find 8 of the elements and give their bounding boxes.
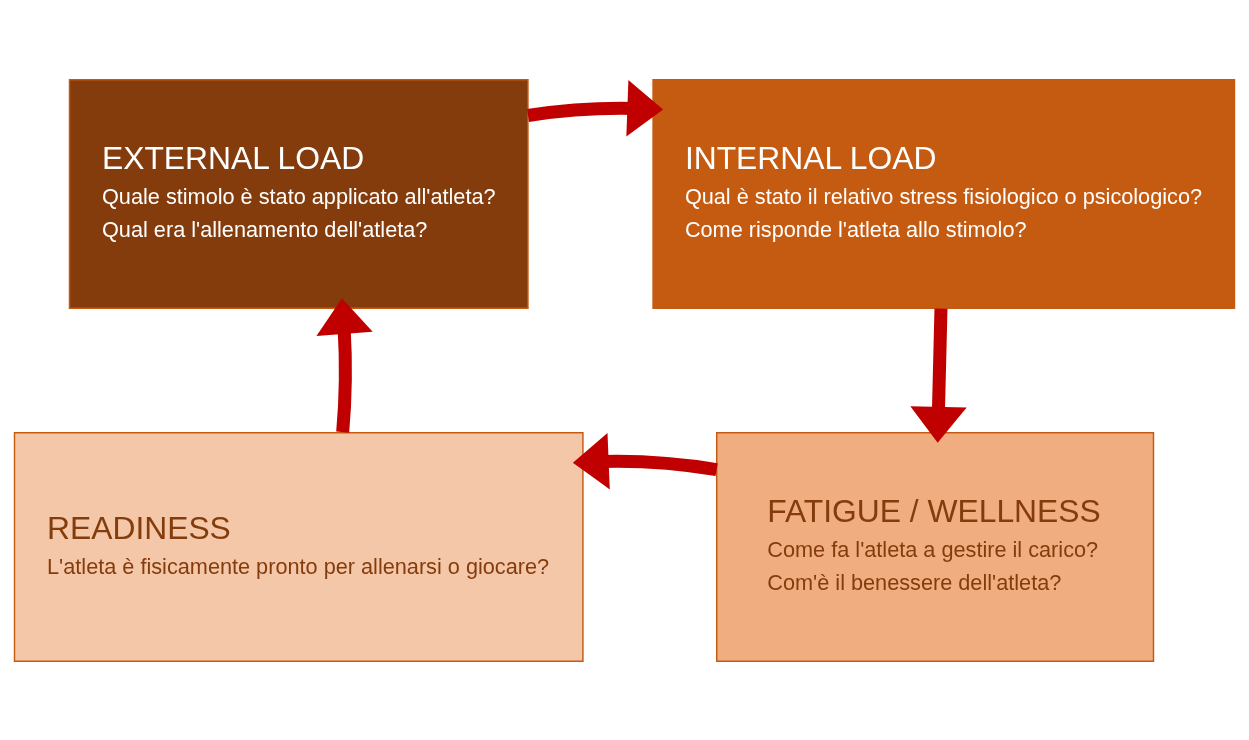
arrow [527, 79, 664, 136]
node-box: READINESS L'atleta è fisicamente pronto per allenarsi o giocare? [13, 431, 584, 662]
arrow [316, 297, 373, 433]
node-box: FATIGUE / WELLNESS Come fa l'atleta a gestire il carico? Com'è il benessere dell'atleta? [715, 431, 1155, 662]
arrow [910, 308, 967, 443]
node-box: EXTERNAL LOAD Quale stimolo è stato applicato all'atleta? Qual era l'allenamento dell'atleta? [68, 78, 529, 309]
node-box: INTERNAL LOAD Qual è stato il relativo stress fisiologico o psicologico? Come risponde l'atleta allo stimolo? [652, 78, 1236, 309]
arrow [572, 432, 718, 489]
